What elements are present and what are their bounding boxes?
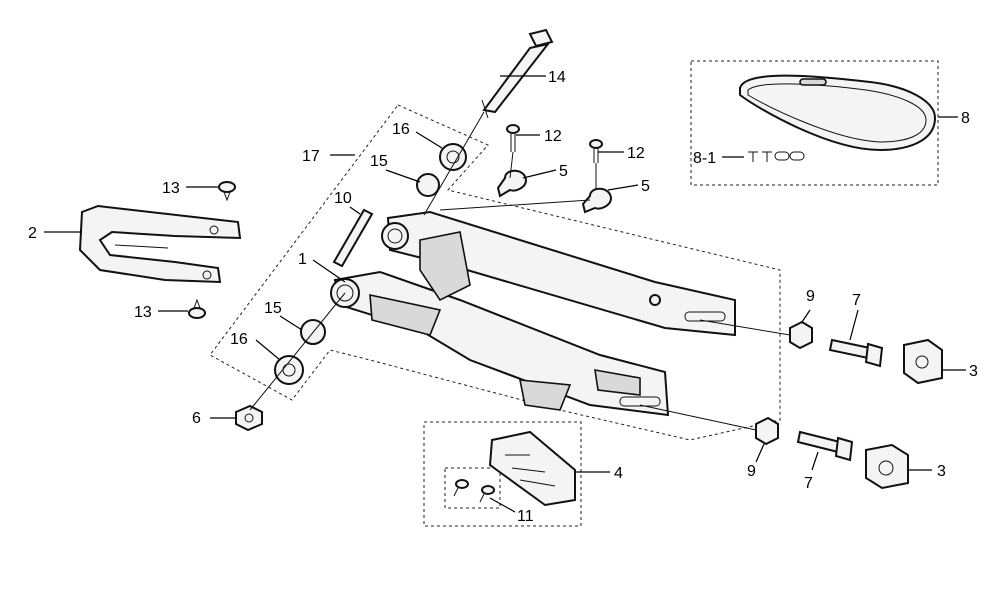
swingarm <box>330 210 736 417</box>
adjuster-nut-lower <box>755 416 779 446</box>
flange-nut <box>235 404 263 432</box>
bolt-left <box>506 124 520 152</box>
drive-chain <box>739 74 937 152</box>
chain-guide-group-box <box>423 421 582 527</box>
callout-17: 17 <box>302 148 320 165</box>
callout-12-right: 12 <box>627 145 645 162</box>
callout-11: 11 <box>517 508 534 525</box>
bolt-right <box>589 139 603 163</box>
callout-leaders <box>44 75 966 513</box>
callout-3-upper: 3 <box>969 363 978 380</box>
adjuster-bolt-upper <box>828 338 884 368</box>
callout-9-upper: 9 <box>806 288 815 305</box>
callout-2: 2 <box>28 225 37 242</box>
axle-bolt <box>481 28 554 119</box>
assembly-lines <box>249 111 791 431</box>
fastener-subgroup-box <box>444 467 501 509</box>
callout-3-lower: 3 <box>937 463 946 480</box>
chain-group-box <box>690 60 939 186</box>
callout-10: 10 <box>334 190 352 207</box>
callout-5-left: 5 <box>559 163 568 180</box>
adjuster-bolt-lower <box>796 430 854 462</box>
pivot-collar <box>332 208 374 268</box>
chain-slider <box>78 204 242 284</box>
axle-block-upper <box>903 338 943 385</box>
hose-clamp-left <box>496 169 528 198</box>
callout-14: 14 <box>548 69 566 86</box>
callout-1: 1 <box>298 251 307 268</box>
callout-7-lower: 7 <box>804 475 813 492</box>
axle-block-lower <box>865 443 909 490</box>
dust-ring-upper <box>416 173 440 197</box>
bearing-lower <box>274 355 304 385</box>
callout-labels: 1 2 3 3 4 5 5 6 7 7 8 8-1 9 9 10 11 12 1… <box>28 69 978 525</box>
callout-7-upper: 7 <box>852 292 861 309</box>
screw-upper <box>218 181 236 202</box>
callout-13-lower: 13 <box>134 304 152 321</box>
callout-6: 6 <box>192 410 201 427</box>
callout-12-left: 12 <box>544 128 562 145</box>
callout-8: 8 <box>961 110 970 127</box>
callout-16-upper: 16 <box>392 121 410 138</box>
callout-15-lower: 15 <box>264 300 282 317</box>
callout-5-right: 5 <box>641 178 650 195</box>
master-link-set <box>748 151 805 162</box>
callout-9-lower: 9 <box>747 463 756 480</box>
callout-13-upper: 13 <box>162 180 180 197</box>
guide-bolt-a <box>453 479 469 497</box>
callout-8-1: 8-1 <box>693 150 716 167</box>
guide-bolt-b <box>479 485 495 503</box>
chain-guide <box>488 430 576 507</box>
bearing-upper <box>439 143 467 171</box>
callout-16-lower: 16 <box>230 331 248 348</box>
screw-lower <box>188 298 206 319</box>
group-boundaries <box>209 60 939 527</box>
callout-15-upper: 15 <box>370 153 388 170</box>
adjuster-nut-upper <box>789 320 813 350</box>
callout-4: 4 <box>614 465 623 482</box>
